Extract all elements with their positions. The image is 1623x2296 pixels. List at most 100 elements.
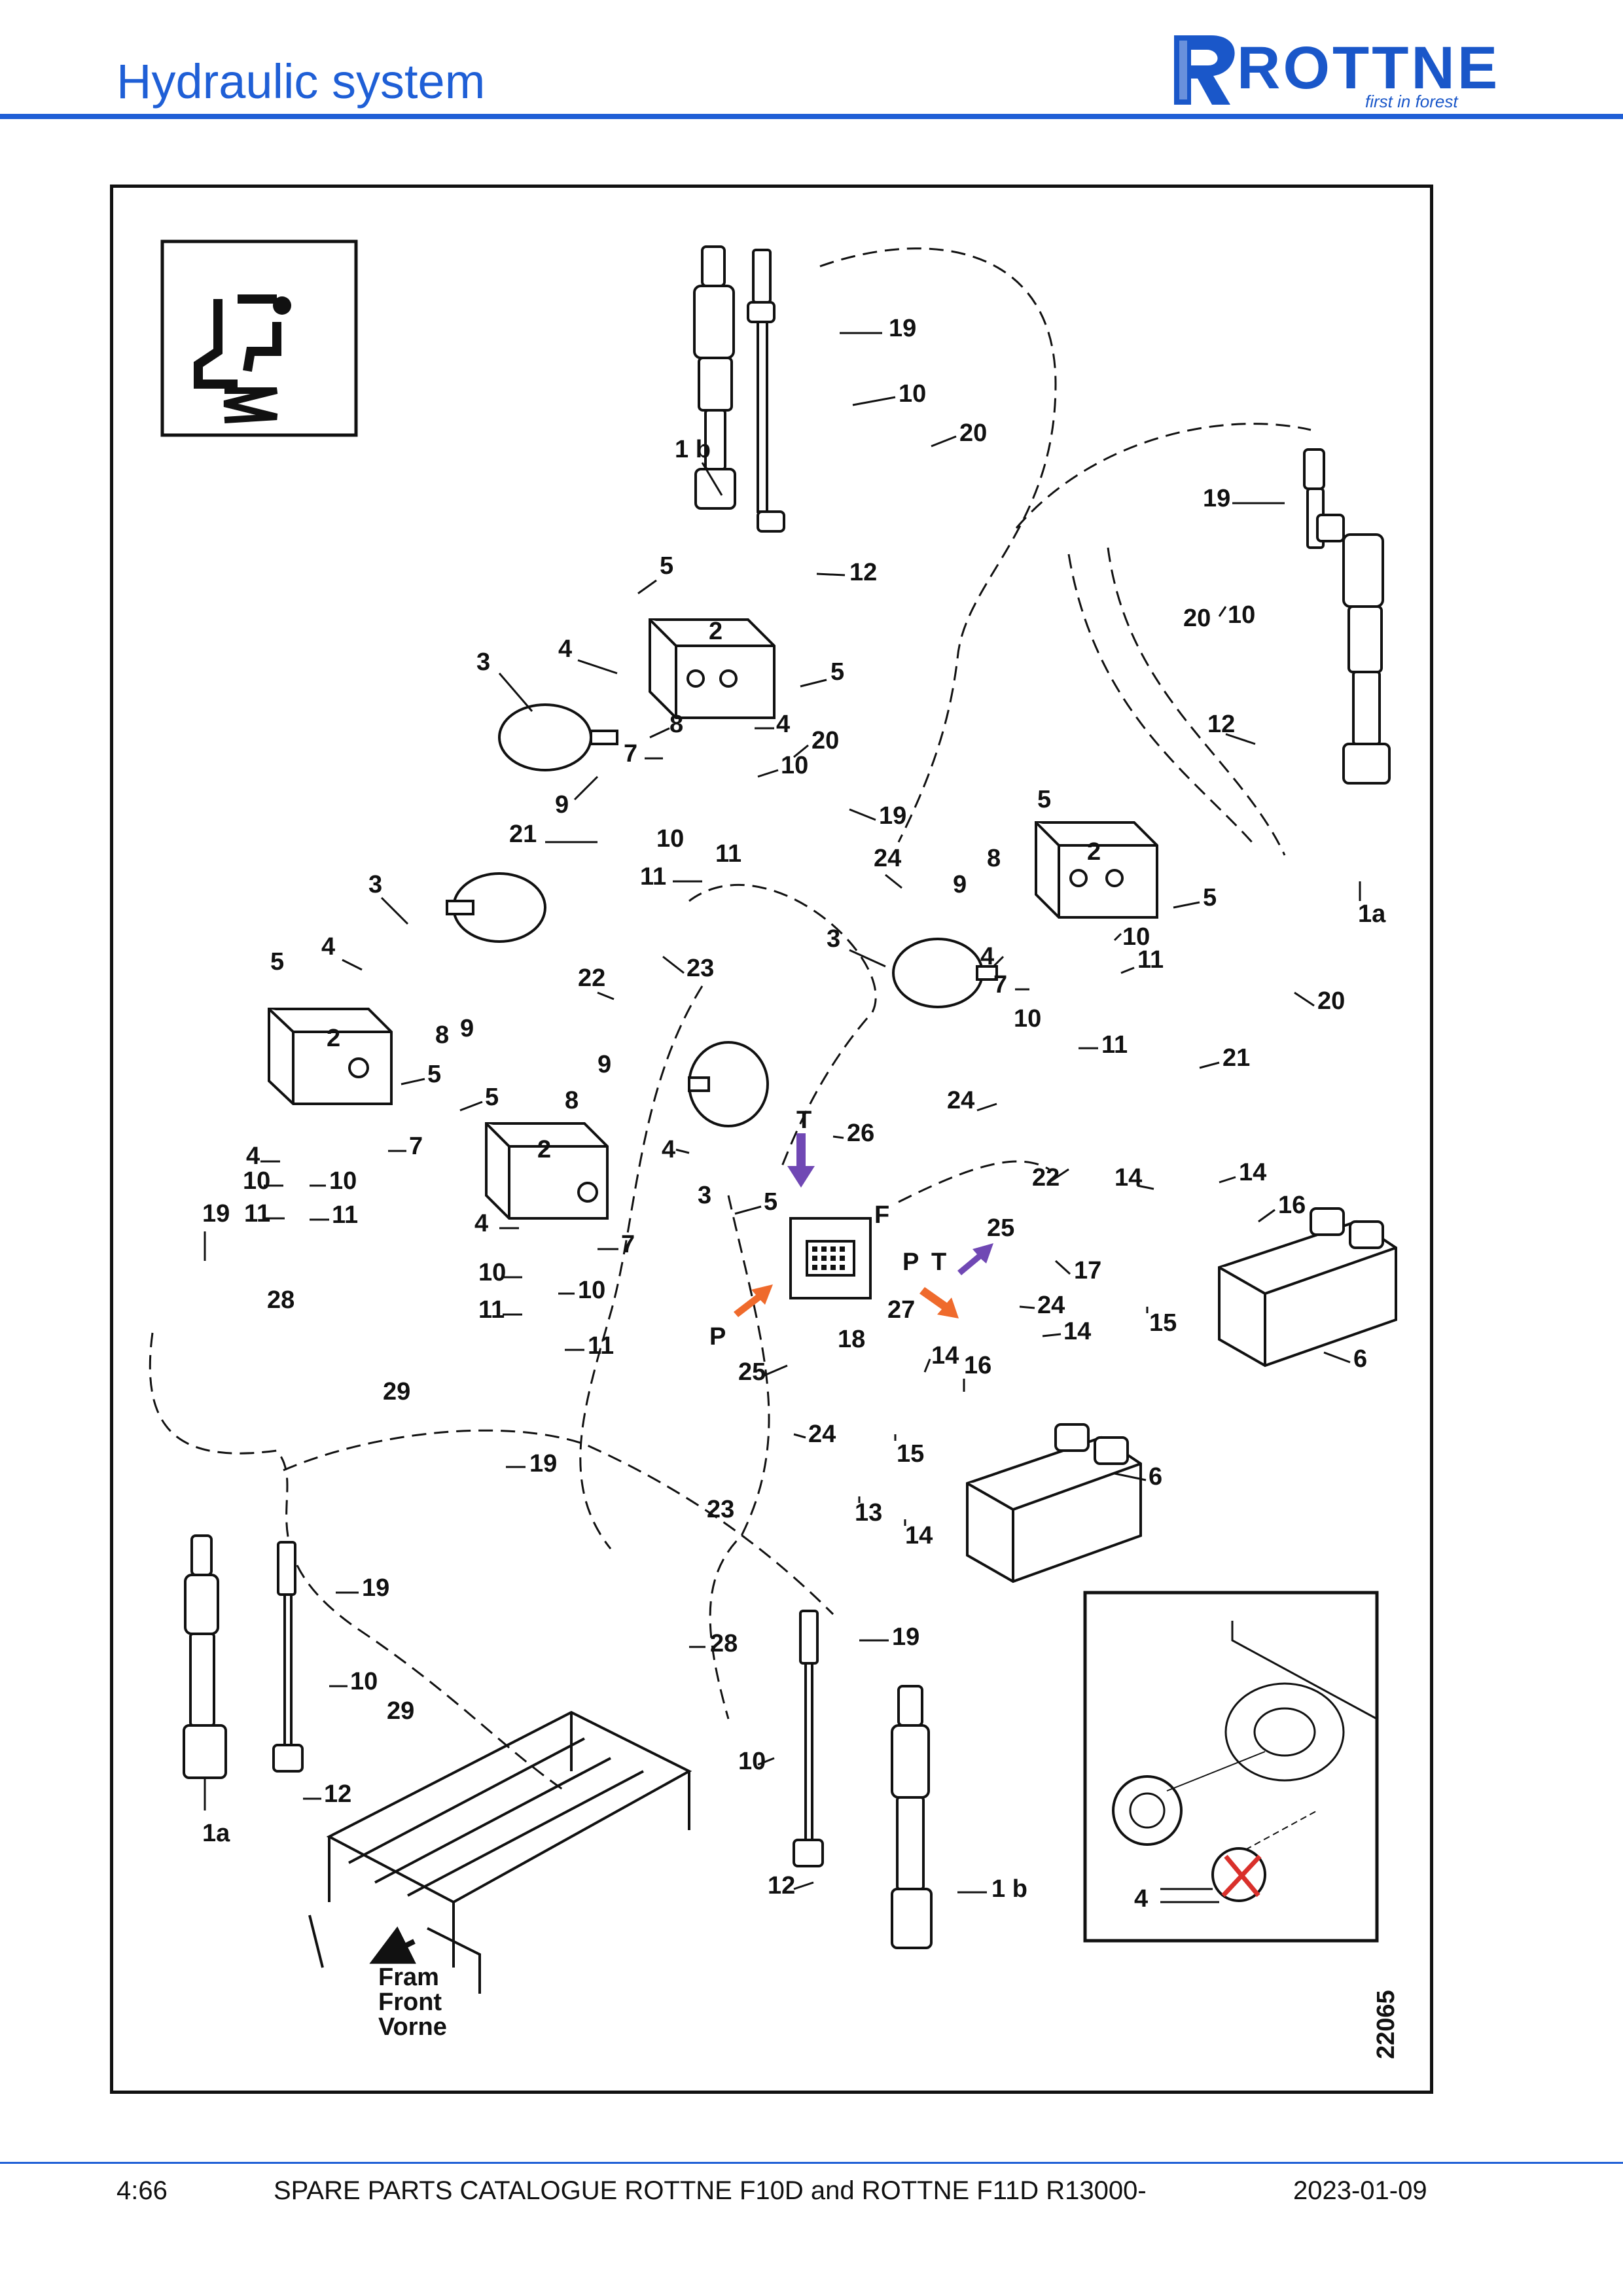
callout-leader-line: [852, 396, 896, 406]
part-callout-17: 17: [1074, 1257, 1101, 1284]
cylinder-1b-top: [693, 245, 785, 533]
valve-block-2-center: [485, 1122, 609, 1220]
part-callout-15: 15: [1149, 1309, 1177, 1337]
part-callout-8: 8: [565, 1087, 579, 1114]
part-callout-16: 16: [1278, 1192, 1306, 1219]
part-callout-19: 19: [1203, 485, 1230, 512]
part-callout-4: 4: [474, 1210, 488, 1237]
callout-leader-line: [1137, 1184, 1154, 1190]
callout-leader-line: [637, 579, 657, 595]
part-callout-5: 5: [830, 658, 844, 686]
part-callout-4: 4: [980, 943, 994, 970]
callout-leader-line: [1042, 1333, 1061, 1337]
part-callout-1a: 1a: [202, 1820, 230, 1847]
part-callout-24: 24: [947, 1087, 974, 1114]
direction-label: Fram: [378, 1964, 439, 1991]
part-callout-8: 8: [987, 845, 1001, 872]
callout-leader-line: [885, 874, 902, 889]
part-callout-3: 3: [476, 648, 490, 676]
part-callout-7: 7: [621, 1231, 635, 1258]
callout-leader-line: [976, 1103, 997, 1112]
part-callout-10: 10: [350, 1668, 378, 1695]
callout-leader-line: [498, 673, 533, 712]
callout-leader-line: [757, 1757, 775, 1766]
part-callout-11: 11: [1101, 1031, 1128, 1059]
callout-leader-line: [597, 991, 615, 1000]
part-callout-4: 4: [558, 635, 572, 663]
part-callout-13: 13: [855, 1499, 882, 1527]
callout-leader-line: [816, 573, 846, 576]
part-callout-10: 10: [1014, 1005, 1041, 1033]
part-callout-19: 19: [879, 802, 906, 830]
accumulator-3-top: [498, 703, 618, 771]
part-callout-23: 23: [707, 1496, 734, 1523]
tank-arrow-icon: [787, 1133, 815, 1188]
cylinder-1a-right: [1303, 448, 1391, 785]
part-callout-3: 3: [698, 1182, 711, 1209]
callout-leader-line: [1323, 1351, 1351, 1364]
pressure-arrow-icon: [919, 1287, 959, 1318]
port-label-t: T: [796, 1106, 812, 1134]
seat-suspension-symbol-icon: [160, 239, 358, 437]
part-callout-5: 5: [764, 1188, 777, 1216]
footer-date: 2023-01-09: [1293, 2176, 1427, 2205]
part-callout-1b: 1 b: [675, 436, 711, 463]
drawing-number: 22065: [1372, 1990, 1400, 2059]
callout-leader-line: [1219, 1176, 1236, 1184]
part-callout-2: 2: [709, 618, 722, 645]
part-callout-25: 25: [738, 1358, 766, 1386]
part-callout-26: 26: [847, 1120, 874, 1147]
part-callout-28: 28: [710, 1630, 738, 1657]
part-callout-19: 19: [529, 1450, 557, 1477]
part-callout-10: 10: [578, 1277, 605, 1304]
part-callout-28: 28: [267, 1286, 294, 1314]
part-callout-25: 25: [987, 1214, 1014, 1242]
part-callout-8: 8: [435, 1021, 449, 1049]
part-callout-4: 4: [321, 933, 335, 961]
part-callout-5: 5: [485, 1084, 499, 1111]
callout-leader-line: [459, 1101, 483, 1112]
part-callout-7: 7: [993, 971, 1007, 998]
tank-arrow-icon: [957, 1243, 993, 1275]
part-callout-5: 5: [660, 552, 673, 580]
callout-leader-line: [675, 1148, 690, 1154]
detail-inset: [1083, 1591, 1379, 1943]
part-callout-22: 22: [1032, 1164, 1060, 1192]
part-callout-1a: 1a: [1358, 900, 1386, 928]
callout-leader-line: [1120, 966, 1135, 974]
part-callout-1b: 1 b: [991, 1875, 1027, 1903]
callout-leader-line: [1019, 1305, 1035, 1309]
part-callout-12: 12: [324, 1780, 351, 1808]
part-callout-19: 19: [202, 1200, 230, 1227]
part-callout-27: 27: [887, 1296, 915, 1324]
part-callout-9: 9: [555, 791, 569, 819]
part-callout-9: 9: [953, 871, 967, 898]
part-callout-20: 20: [1317, 987, 1345, 1015]
part-callout-24: 24: [1037, 1292, 1065, 1319]
part-callout-10: 10: [329, 1167, 357, 1195]
cylinder-1b-bottom: [793, 1610, 933, 1949]
part-callout-5: 5: [1037, 786, 1051, 813]
part-callout-24: 24: [874, 845, 901, 872]
part-callout-10: 10: [899, 380, 926, 408]
part-callout-14: 14: [1239, 1159, 1266, 1186]
part-callout-20: 20: [959, 419, 987, 447]
callout-leader-line: [1218, 606, 1227, 617]
callout-leader-line: [401, 1078, 425, 1086]
part-callout-22: 22: [578, 964, 605, 992]
callout-leader-line: [573, 775, 599, 801]
part-callout-7: 7: [624, 740, 637, 768]
valve-6-right: [1218, 1207, 1397, 1368]
direction-label: Vorne: [378, 2013, 447, 2041]
callout-leader-line: [793, 1433, 806, 1439]
callout-leader-line: [764, 1364, 788, 1377]
callout-leader-line: [1114, 1472, 1147, 1481]
part-callout-10: 10: [1122, 923, 1150, 951]
callout-leader-line: [849, 808, 876, 821]
page-title: Hydraulic system: [116, 54, 486, 109]
part-callout-5: 5: [427, 1061, 441, 1088]
callout-leader-line: [793, 744, 809, 758]
callout-leader-line: [380, 896, 409, 925]
